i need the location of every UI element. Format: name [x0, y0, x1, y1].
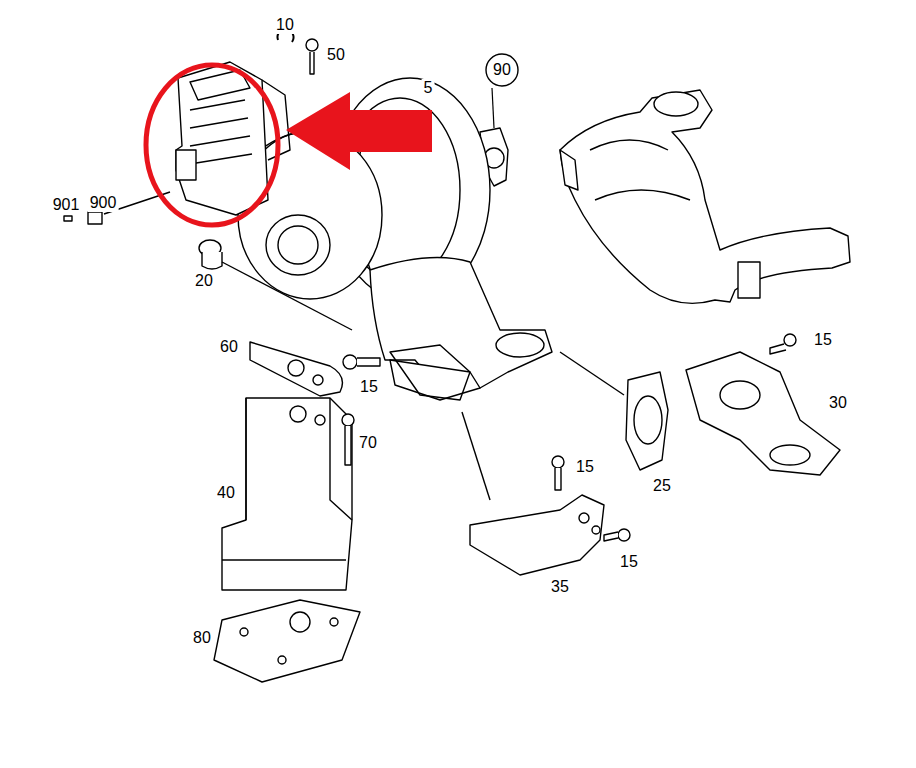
callout-number: 30 — [827, 394, 849, 412]
callout-number: 40 — [215, 484, 237, 502]
callout-number: 90 — [493, 61, 511, 79]
callout-number: 900 — [88, 194, 119, 212]
callout-number: 10 — [274, 16, 296, 34]
callout-number: 5 — [422, 79, 435, 97]
callout-number: 70 — [357, 434, 379, 452]
callout-number: 80 — [191, 629, 213, 647]
callout-number: 15 — [574, 458, 596, 476]
callout-number: 901 — [51, 196, 82, 214]
callout-number: 35 — [549, 578, 571, 596]
callout-number: 25 — [651, 477, 673, 495]
callout-number: 20 — [193, 272, 215, 290]
callout-number: 50 — [325, 46, 347, 64]
callout-number: 15 — [618, 553, 640, 571]
callout-circle: 90 — [485, 53, 519, 87]
callout-number: 15 — [812, 331, 834, 349]
callout-number: 15 — [358, 378, 380, 396]
callout-number: 60 — [218, 338, 240, 356]
